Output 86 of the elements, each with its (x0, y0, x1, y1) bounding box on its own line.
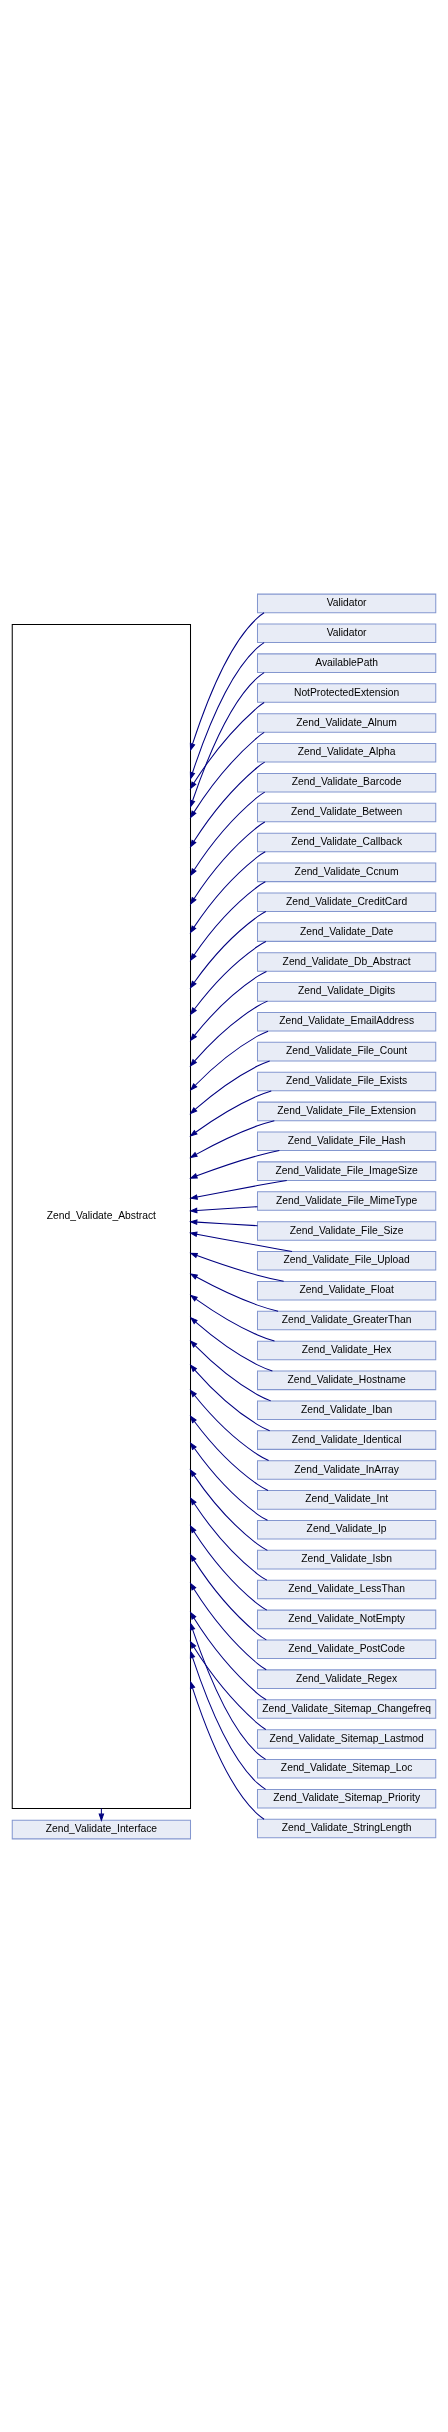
node-box: Zend_Validate_Hex (256, 1340, 437, 1360)
arrow (189, 761, 266, 848)
node-box: Zend_Validate_Regex (256, 1668, 437, 1689)
node-box: Zend_Validate_PostCode (256, 1639, 437, 1659)
node-box: Zend_Validate_Sitemap_Priority (256, 1788, 437, 1808)
arrow (189, 1030, 269, 1091)
arrow (189, 1218, 258, 1226)
arrow (189, 1252, 285, 1282)
node-box: Zend_Validate_Sitemap_Changefreq (256, 1698, 437, 1719)
node-box: Zend_Validate_File_Size (256, 1220, 437, 1241)
node-box: Zend_Validate_EmailAddress (256, 1011, 437, 1032)
arrow (189, 1610, 267, 1700)
node-box: NotProtectedExtension (256, 682, 437, 703)
node-box: Zend_Validate_File_MimeType (256, 1190, 437, 1211)
node-box: Zend_Validate_File_Hash (256, 1131, 437, 1151)
node-box: Zend_Validate_Date (256, 921, 437, 942)
arrow (189, 1272, 279, 1312)
node-box: Zend_Validate_Identical (256, 1429, 437, 1450)
arrow (189, 880, 266, 961)
node-box: Zend_Validate_Db_Abstract (256, 951, 437, 972)
node-box: Zend_Validate_Ip (256, 1519, 437, 1540)
node-box: Zend_Validate_Alpha (256, 742, 437, 763)
arrow (189, 821, 266, 905)
node-box: Zend_Validate_Interface (11, 1819, 192, 1839)
arrow (189, 641, 265, 780)
arrow (189, 1680, 265, 1820)
node-box: AvailablePath (256, 652, 437, 673)
arrow (189, 1441, 268, 1521)
arrow (189, 1316, 273, 1371)
node-box: Zend_Validate_Barcode (256, 772, 437, 792)
arrow (189, 1059, 271, 1115)
arrow (189, 1000, 268, 1067)
arrow (189, 1468, 268, 1551)
node-box: Zend_Validate_CreditCard (256, 891, 437, 912)
node-box: Validator (256, 623, 437, 643)
arrow (189, 1339, 272, 1401)
arrow (189, 1205, 258, 1213)
node-box: Zend_Validate_Hostname (256, 1370, 437, 1390)
arrow (189, 791, 266, 877)
node-box: Zend_Validate_File_Exists (256, 1071, 437, 1091)
arrow (189, 1230, 293, 1252)
arrow (189, 1496, 268, 1581)
arrow (189, 1621, 267, 1760)
arrow (189, 940, 267, 1015)
node-box: Zend_Validate_Sitemap_Loc (256, 1758, 437, 1779)
arrow (189, 1149, 280, 1179)
node-box: Zend_Validate_File_ImageSize (256, 1160, 437, 1181)
arrow (189, 671, 265, 808)
arrow (189, 731, 265, 819)
arrow (189, 970, 267, 1041)
arrow (189, 1553, 267, 1640)
arrow (189, 1179, 288, 1200)
arrow (189, 1414, 269, 1491)
node-box: Zend_Validate_Isbn (256, 1549, 437, 1569)
node-box: Zend_Validate_Digits (256, 981, 437, 1002)
arrow (189, 1119, 275, 1158)
node-box: Zend_Validate_Callback (256, 832, 437, 852)
arrow (189, 910, 267, 989)
node-box: Zend_Validate_Between (256, 802, 437, 822)
node-box: Zend_Validate_NotEmpty (256, 1609, 437, 1629)
node-box: Zend_Validate_StringLength (256, 1818, 437, 1838)
node-box: Zend_Validate_Sitemap_Lastmod (256, 1728, 437, 1749)
arrow (189, 701, 265, 790)
node-box: Zend_Validate_Abstract (11, 623, 192, 1809)
node-box: Validator (256, 593, 437, 613)
arrow (189, 1089, 272, 1137)
node-box: Zend_Validate_File_Extension (256, 1101, 437, 1121)
node-box: Zend_Validate_LessThan (256, 1579, 437, 1599)
arrow (189, 1581, 267, 1670)
node-box: Zend_Validate_GreaterThan (256, 1310, 437, 1330)
arrow (189, 1294, 275, 1342)
arrow (189, 1363, 271, 1431)
arrow (189, 850, 266, 934)
node-box: Zend_Validate_File_Upload (256, 1250, 437, 1271)
node-box: Zend_Validate_Alnum (256, 712, 437, 733)
node-box: Zend_Validate_Ccnum (256, 862, 437, 882)
arrow (189, 1649, 267, 1790)
node-box: Zend_Validate_Float (256, 1280, 437, 1300)
arrow (189, 1639, 267, 1730)
node-box: Zend_Validate_Iban (256, 1399, 437, 1420)
node-box: Zend_Validate_InArray (256, 1459, 437, 1480)
arrow (189, 1388, 270, 1461)
arrow (189, 611, 265, 752)
node-box: Zend_Validate_File_Count (256, 1041, 437, 1061)
arrow (189, 1524, 268, 1611)
node-box: Zend_Validate_Int (256, 1489, 437, 1510)
